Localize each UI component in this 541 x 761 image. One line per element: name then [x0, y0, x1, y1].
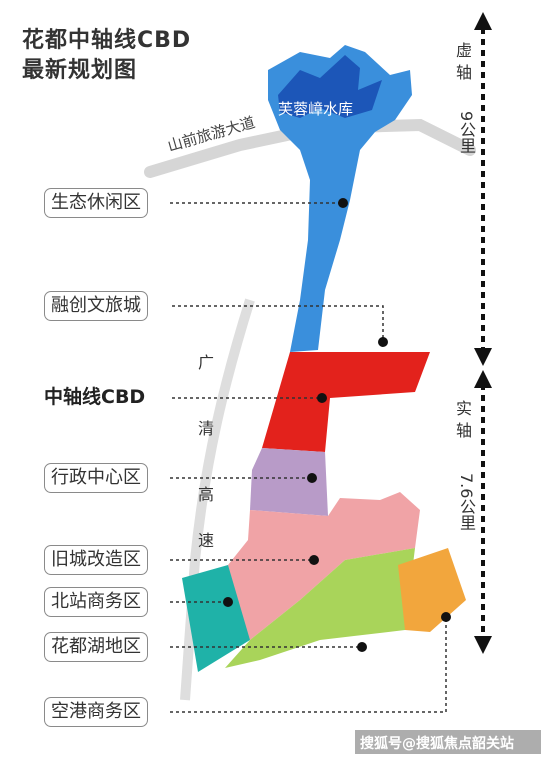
label-cbd[interactable]: 中轴线CBD [44, 384, 152, 414]
region-oldtown [228, 492, 420, 640]
road-guangqing-3: 高 [197, 485, 214, 504]
watermark-text: 搜狐号@搜狐焦点韶关站 [360, 736, 514, 752]
road-guangqing-4: 速 [197, 531, 214, 550]
dot-lake [357, 642, 367, 652]
region-admin [250, 448, 328, 516]
region-eco [268, 45, 412, 352]
dot-sunac [378, 337, 388, 347]
axis-virtual-label-2: 轴 [455, 63, 472, 82]
leader-sunac [172, 305, 384, 342]
axis-real-length: 7.6公里 [457, 473, 476, 531]
region-northstation [182, 565, 250, 672]
label-sunac[interactable]: 融创文旅城 [44, 291, 148, 321]
watermark-bg [355, 730, 541, 754]
label-northstation[interactable]: 北站商务区 [44, 587, 148, 617]
axis-real-label-1: 实 [455, 399, 472, 418]
axis-real-arrow-up [474, 370, 492, 388]
road-guangqing-1: 广 [197, 353, 214, 372]
region-cbd [262, 352, 430, 452]
axis-real-label-2: 轴 [455, 421, 472, 440]
dot-eco [338, 198, 348, 208]
reservoir-label: 芙蓉嶂水库 [278, 100, 354, 118]
axis-virtual-label-1: 虚 [455, 41, 472, 60]
dot-northstation [223, 597, 233, 607]
dot-admin [307, 473, 317, 483]
axis-virtual-arrow-down [474, 348, 492, 366]
axis-real-arrow-down [474, 636, 492, 654]
label-airport[interactable]: 空港商务区 [44, 697, 148, 727]
leader-airport [170, 617, 447, 713]
label-eco[interactable]: 生态休闲区 [44, 188, 148, 218]
dot-airport [441, 612, 451, 622]
region-reservoir [278, 55, 382, 118]
dot-cbd [317, 393, 327, 403]
label-oldtown[interactable]: 旧城改造区 [44, 545, 148, 575]
title-line-1: 花都中轴线CBD [22, 28, 192, 53]
axis-virtual-length: 9公里 [457, 110, 476, 154]
label-lake[interactable]: 花都湖地区 [44, 632, 148, 662]
road-guangqing [180, 298, 255, 701]
region-airport [398, 548, 466, 632]
label-admin[interactable]: 行政中心区 [44, 463, 148, 493]
region-lake [225, 548, 415, 668]
title-line-2: 最新规划图 [22, 58, 138, 83]
dot-oldtown [309, 555, 319, 565]
road-guangqing-2: 清 [197, 419, 214, 438]
axis-virtual-arrow-up [474, 12, 492, 30]
